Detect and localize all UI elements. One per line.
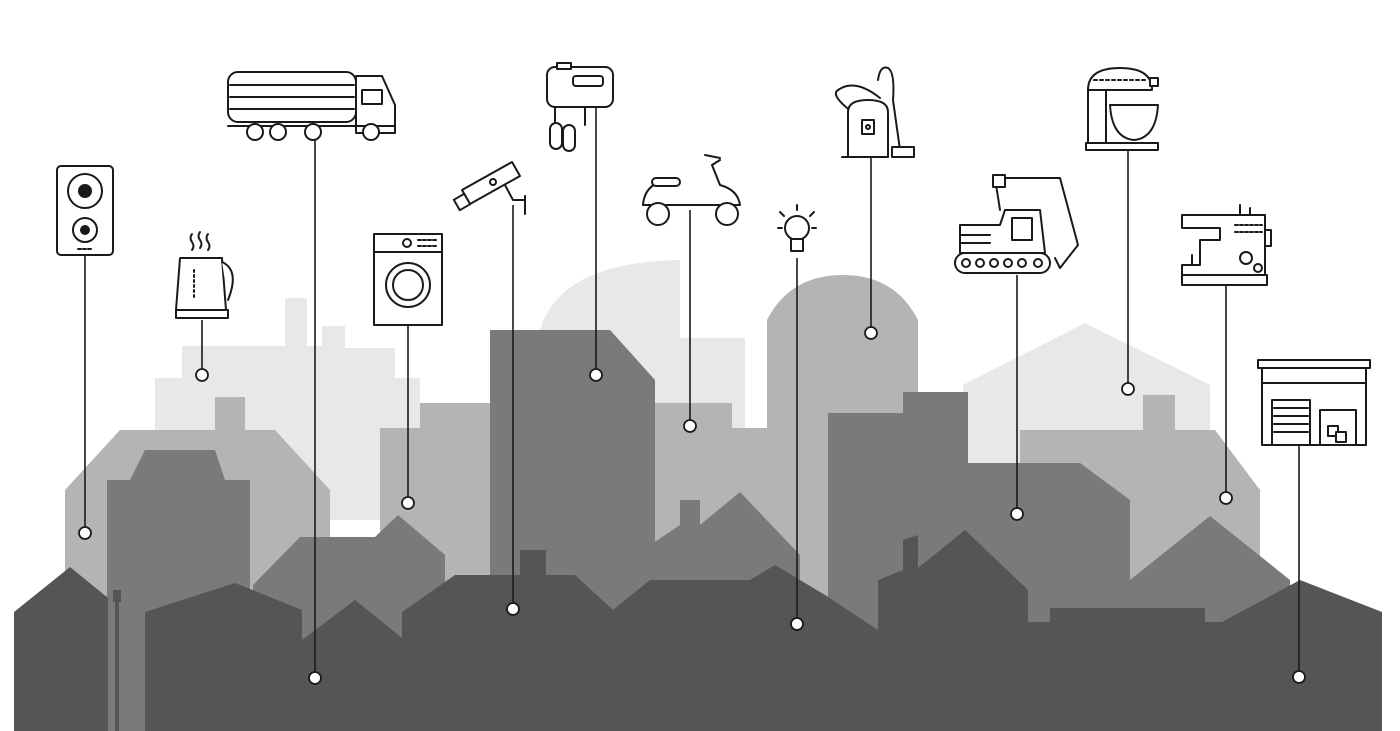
truck-icon [227, 71, 396, 141]
hand-mixer-icon [546, 62, 614, 152]
speaker-icon [56, 165, 114, 256]
light-bulb-icon [777, 204, 817, 252]
washing-machine-icon [373, 233, 443, 326]
sewing-machine-icon [1181, 204, 1272, 286]
storefront-icon [1257, 359, 1371, 446]
stand-mixer-icon [1085, 67, 1159, 151]
excavator-icon [954, 174, 1079, 274]
scooter-icon [642, 154, 741, 226]
cctv-camera-icon [452, 161, 526, 215]
pin-lines [84, 108, 1300, 672]
tree-silhouette [23, 605, 88, 731]
pin-dots [78, 326, 1306, 685]
skyline-layer-dark [14, 530, 1382, 731]
kettle-icon [175, 231, 234, 319]
street-lamp [113, 590, 121, 731]
vacuum-cleaner-icon [834, 66, 915, 158]
